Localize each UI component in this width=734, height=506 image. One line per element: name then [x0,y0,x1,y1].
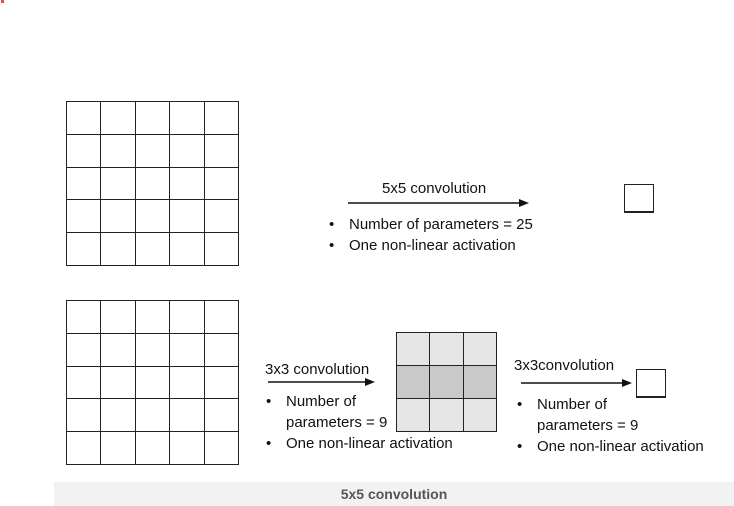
top-bullet-activation: One non-linear activation [329,235,533,256]
grid-cell [397,366,431,399]
grid-cell [397,399,431,432]
grid-cell [204,366,239,400]
grid-cell [204,200,239,234]
caption-bar: 5x5 convolution [54,482,734,506]
top-bullet-list: Number of parameters = 25 One non-linear… [329,214,533,256]
bottom-second-conv-arrow [521,379,632,387]
grid-cell [101,432,136,465]
intermediate-grid-3x3 [396,332,497,432]
top-conv-label: 5x5 convolution [382,180,487,197]
grid-cell [204,102,239,135]
grid-cell [170,301,205,334]
bottom-second-bullet-activation: One non-linear activation [517,436,704,457]
grid-cell [67,301,102,334]
bottom-second-bullet-list: Number of parameters = 9 One non-linear … [517,394,704,457]
bottom-first-conv-arrow [268,378,375,386]
bottom-second-bullet-params-text: Number of parameters = 9 [537,396,639,434]
grid-cell [135,200,171,234]
grid-cell [135,301,171,334]
grid-cell [101,200,136,234]
grid-cell [430,366,464,399]
grid-cell [67,333,102,367]
grid-cell [135,399,171,433]
grid-cell [430,333,464,366]
bottom-first-bullet-params-text: Number of parameters = 9 [286,393,388,431]
grid-cell [463,333,497,366]
bottom-second-conv-label: 3x3convolution [514,357,615,374]
grid-cell [204,167,239,201]
grid-cell [204,399,239,433]
output-cell-bottom [636,369,666,398]
grid-cell [135,102,171,135]
grid-cell [135,333,171,367]
grid-cell [67,167,102,201]
figure-caption: 5x5 convolution [340,486,448,502]
grid-cell [101,399,136,433]
bottom-first-conv-label: 3x3 convolution [265,361,370,378]
grid-cell [67,399,102,433]
output-cell-top [624,184,654,213]
grid-cell [463,366,497,399]
grid-cell [101,366,136,400]
grid-cell [170,399,205,433]
grid-cell [204,333,239,367]
grid-cell [101,333,136,367]
top-bullet-params: Number of parameters = 25 [329,214,533,235]
grid-cell [170,333,205,367]
grid-cell [204,134,239,168]
grid-cell [170,134,205,168]
grid-cell [170,200,205,234]
grid-cell [67,102,102,135]
grid-cell [170,366,205,400]
grid-cell [135,167,171,201]
grid-cell [170,432,205,465]
grid-cell [67,200,102,234]
input-grid-5x5-bottom [66,300,239,465]
grid-cell [170,233,205,266]
grid-cell [135,233,171,266]
grid-cell [170,102,205,135]
grid-cell [170,167,205,201]
grid-cell [101,167,136,201]
grid-cell [101,134,136,168]
top-conv-arrow [348,199,529,207]
grid-cell [101,102,136,135]
grid-cell [204,432,239,465]
grid-cell [135,366,171,400]
grid-cell [67,134,102,168]
grid-cell [67,233,102,266]
bottom-first-bullet-params: Number of parameters = 9 [266,391,453,433]
grid-cell [430,399,464,432]
grid-cell [135,432,171,465]
grid-cell [463,399,497,432]
input-grid-5x5-top [66,101,239,266]
bottom-second-bullet-params: Number of parameters = 9 [517,394,704,436]
grid-cell [135,134,171,168]
grid-cell [67,366,102,400]
bottom-first-bullet-list: Number of parameters = 9 One non-linear … [266,391,453,454]
corner-mark [1,0,4,3]
grid-cell [204,301,239,334]
grid-cell [101,301,136,334]
grid-cell [204,233,239,266]
bottom-first-bullet-activation: One non-linear activation [266,433,453,454]
grid-cell [101,233,136,266]
grid-cell [397,333,431,366]
grid-cell [67,432,102,465]
